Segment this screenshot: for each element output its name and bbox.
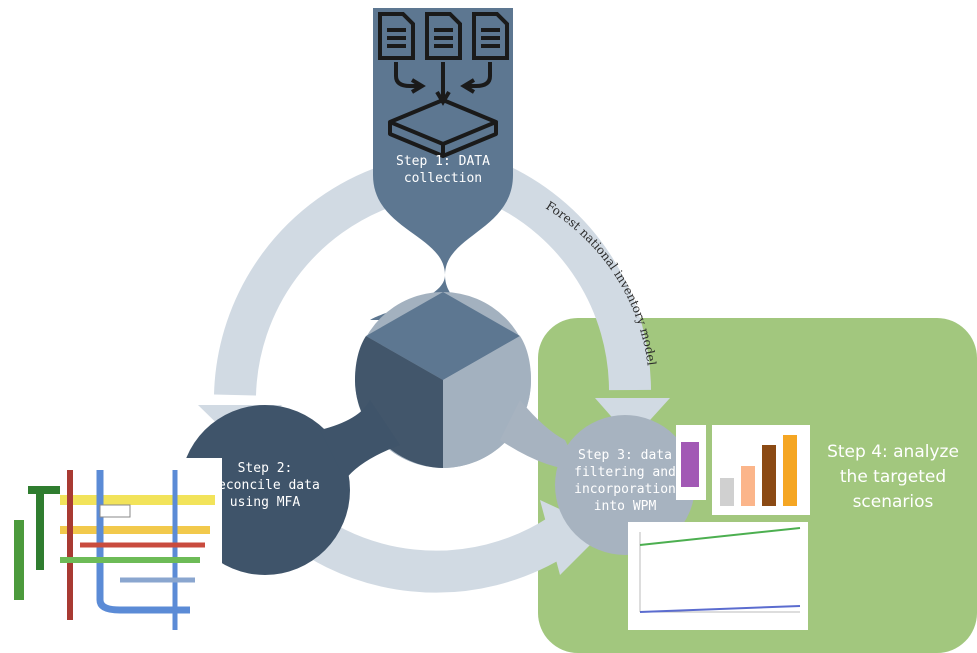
- document-icon: [425, 12, 462, 60]
- ring-arc-left: [214, 165, 397, 396]
- database-tray-icon: [388, 98, 498, 158]
- document-icon: [472, 12, 509, 60]
- step2-label: Step 2: Reconcile data using MFA: [210, 461, 320, 510]
- step2-connector: [320, 400, 400, 480]
- step2-circle: [180, 405, 350, 575]
- chart-thumbnail-bars-right: [712, 425, 810, 515]
- mfa-sankey-thumbnail: [14, 458, 222, 633]
- ring-arrowhead-bottom: [540, 500, 605, 575]
- chart-thumbnail-line: [628, 522, 808, 630]
- step3-circle: [555, 415, 695, 555]
- step3-connector: [500, 400, 580, 470]
- document-icon: [378, 12, 415, 60]
- step1-label: Step 1: DATA collection: [396, 154, 490, 186]
- chart-thumbnail-bars-left: [676, 425, 706, 500]
- step3-label: Step 3: data filtering and incorporation…: [574, 448, 676, 514]
- ring-arc-right: [490, 166, 651, 391]
- arrow-icon: [394, 62, 492, 106]
- step4-label: Step 4: analyze the targeted scenarios: [827, 442, 959, 512]
